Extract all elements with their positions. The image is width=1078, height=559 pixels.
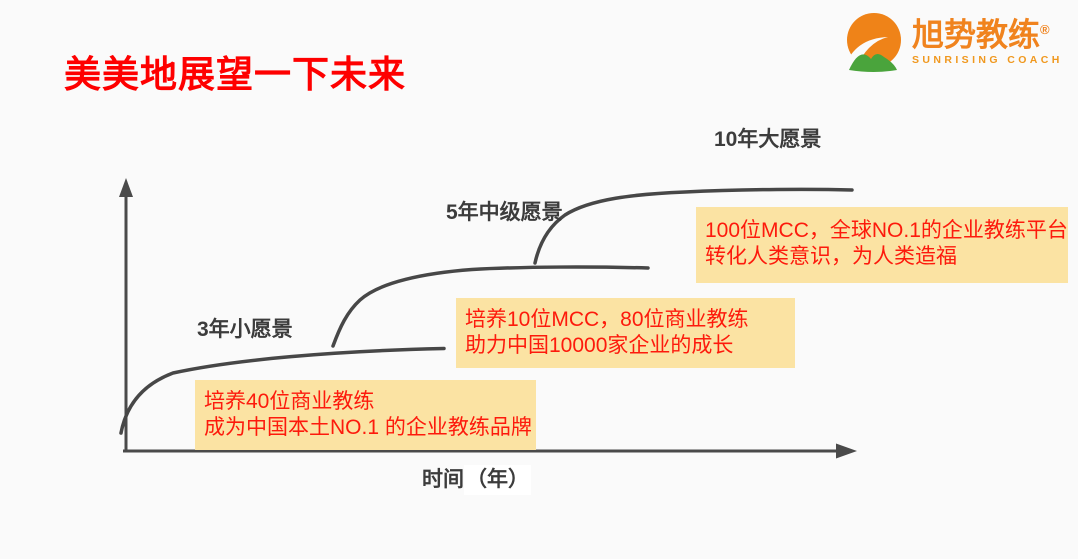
sunrise-mountain-icon <box>844 13 901 72</box>
logo-text: 旭势教练® SUNRISING COACH <box>912 12 1063 66</box>
note-line: 100位MCC，全球NO.1的企业教练平台 <box>705 219 1068 242</box>
registered-mark: ® <box>1040 22 1050 37</box>
time-axis-label-unit: （年） <box>464 465 531 495</box>
logo: 旭势教练® SUNRISING COACH <box>840 12 1063 74</box>
note-line: 转化人类意识，为人类造福 <box>705 245 957 268</box>
logo-subtitle: SUNRISING COACH <box>912 53 1063 66</box>
curve-3-year <box>119 346 446 435</box>
vision-note-5-year: 培养10位MCC，80位商业教练 助力中国10000家企业的成长 <box>456 298 795 368</box>
curve-10-year <box>533 187 854 265</box>
stage-label-10-year: 10年大愿景 <box>714 128 822 151</box>
vision-note-3-year: 培养40位商业教练 成为中国本土NO.1 的企业教练品牌 <box>195 380 536 450</box>
note-line: 培养40位商业教练 <box>204 390 375 413</box>
time-axis-label-text: 时间 <box>422 468 464 491</box>
stage-label-5-year: 5年中级愿景 <box>446 201 563 224</box>
logo-name: 旭势教练® <box>912 16 1050 53</box>
curve-5-year <box>331 265 650 348</box>
x-axis-arrowhead-icon <box>836 443 857 459</box>
stage-label-3-year: 3年小愿景 <box>197 318 293 341</box>
note-line: 助力中国10000家企业的成长 <box>465 334 734 357</box>
vision-note-10-year: 100位MCC，全球NO.1的企业教练平台 转化人类意识，为人类造福 <box>696 207 1068 283</box>
y-axis-arrowhead-icon <box>119 178 133 197</box>
time-axis-label: 时间（年） <box>422 463 531 495</box>
page-title: 美美地展望一下未来 <box>64 54 406 95</box>
note-line: 成为中国本土NO.1 的企业教练品牌 <box>204 416 532 439</box>
note-line: 培养10位MCC，80位商业教练 <box>465 308 749 331</box>
